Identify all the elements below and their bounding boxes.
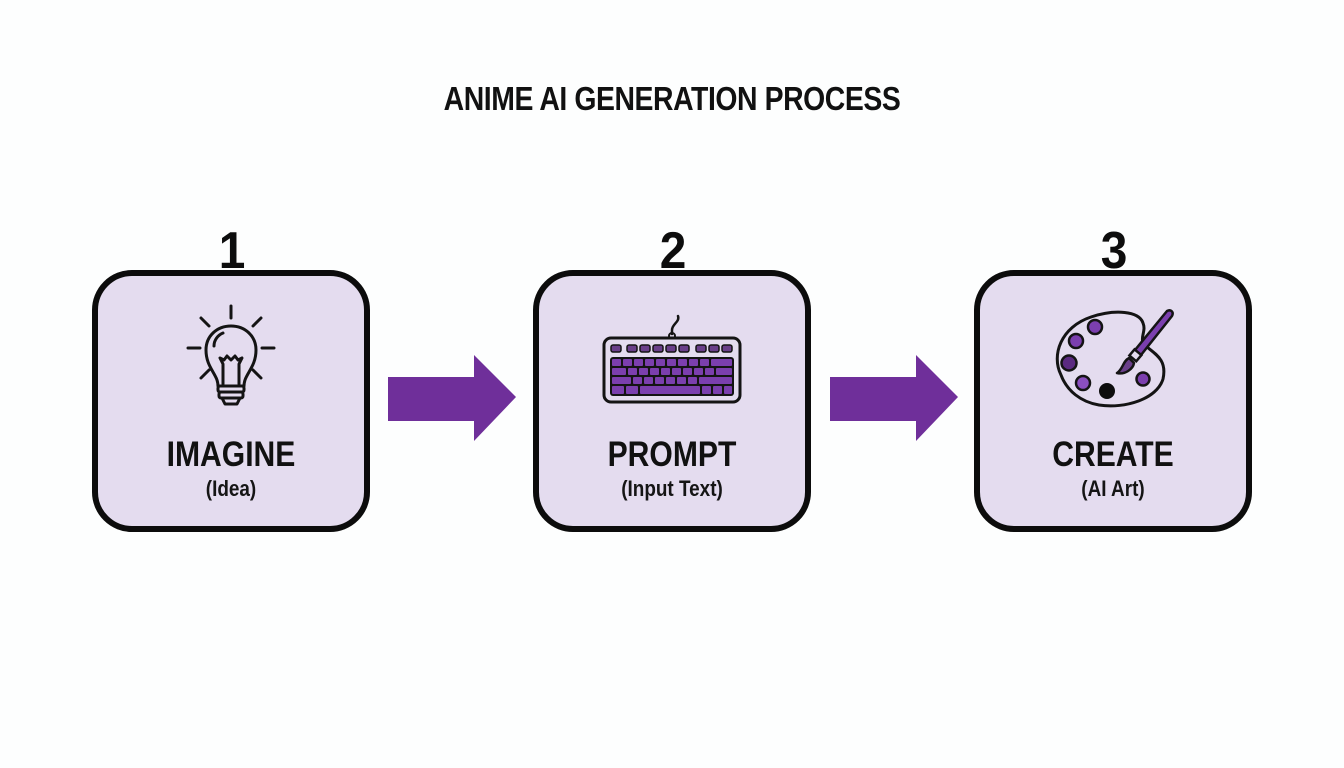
step-card: PROMPT (Input Text) bbox=[533, 270, 811, 532]
step-label: IMAGINE bbox=[166, 435, 296, 474]
arrow-right-icon bbox=[386, 355, 516, 445]
step-sublabel: (Idea) bbox=[205, 476, 257, 501]
arrow-right-icon bbox=[828, 355, 958, 445]
step-label: CREATE bbox=[1052, 435, 1174, 474]
step-create: 3 bbox=[974, 222, 1254, 532]
diagram-title: ANIME AI GENERATION PROCESS bbox=[443, 80, 901, 117]
step-number: 3 bbox=[1100, 222, 1128, 280]
paint-palette-icon bbox=[980, 298, 1246, 418]
lightbulb-icon bbox=[98, 298, 364, 418]
step-label: PROMPT bbox=[607, 435, 737, 474]
step-card: IMAGINE (Idea) bbox=[92, 270, 370, 532]
keyboard-icon bbox=[539, 298, 805, 418]
step-card: CREATE (AI Art) bbox=[974, 270, 1252, 532]
step-imagine: 1 bbox=[92, 222, 372, 532]
step-sublabel: (AI Art) bbox=[1081, 476, 1145, 501]
step-number: 2 bbox=[659, 222, 687, 280]
step-number: 1 bbox=[218, 222, 246, 280]
step-prompt: 2 bbox=[533, 222, 813, 532]
step-sublabel: (Input Text) bbox=[621, 476, 723, 501]
